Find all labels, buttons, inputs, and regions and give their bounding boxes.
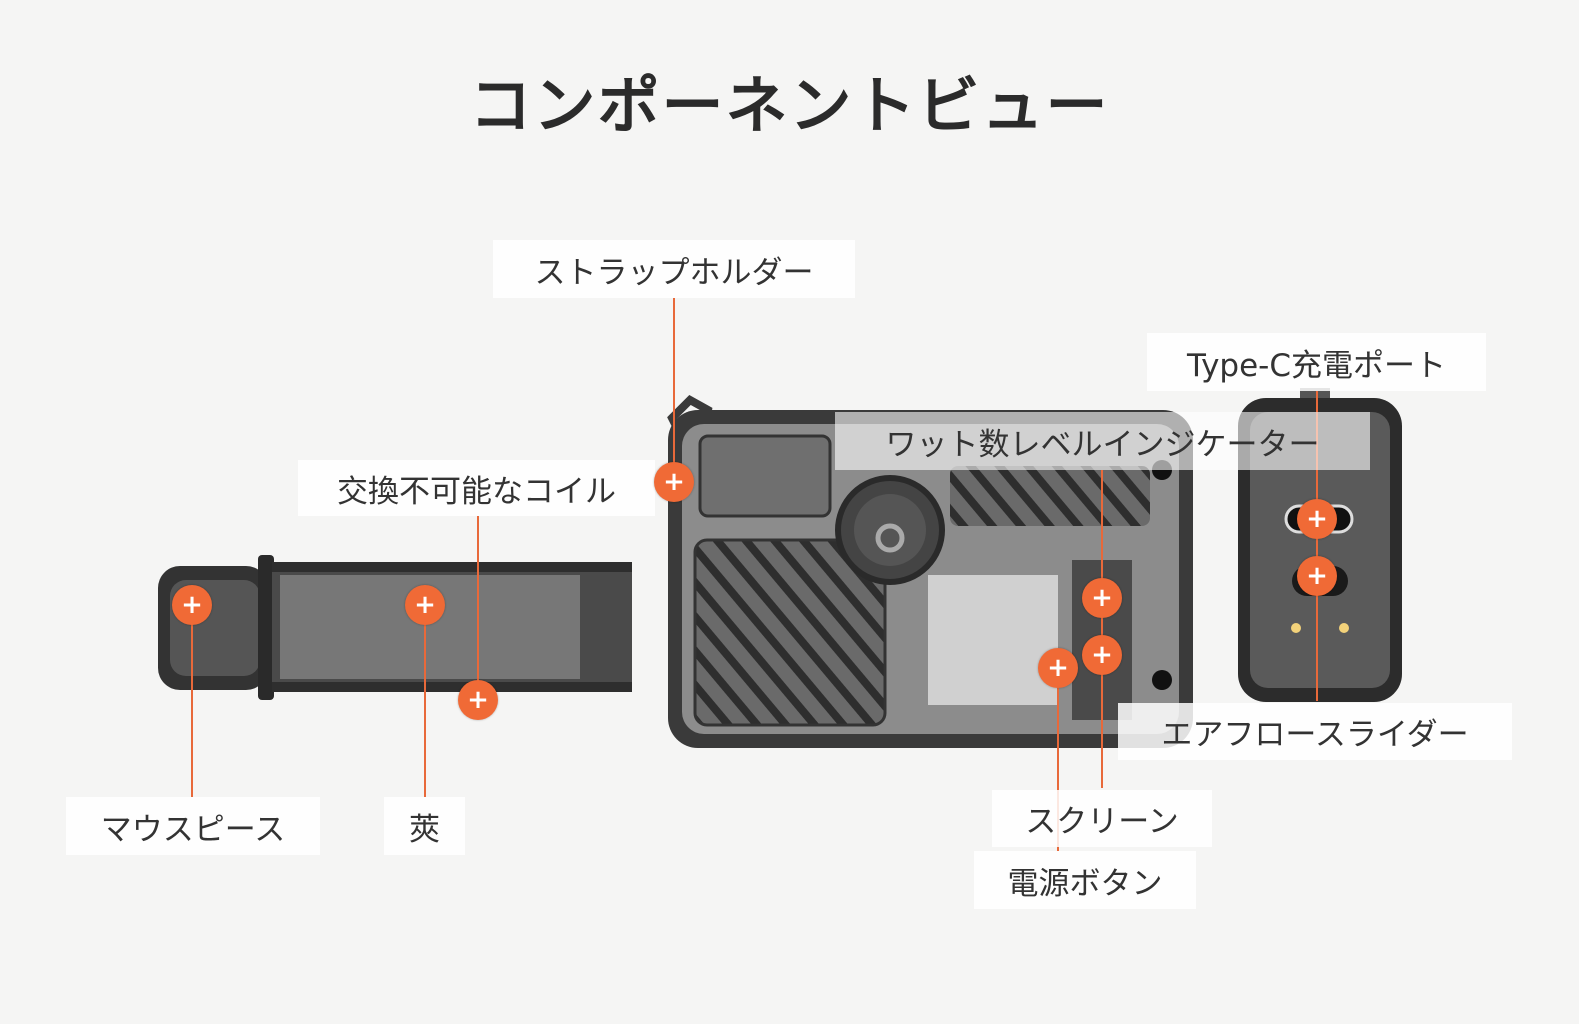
hotspot-power-button[interactable]: +: [1038, 648, 1078, 688]
hotspot-pod[interactable]: +: [405, 585, 445, 625]
label-power-button: 電源ボタン: [974, 851, 1196, 909]
label-screen: スクリーン: [992, 790, 1212, 847]
leader-line-mouthpiece: [191, 610, 193, 797]
leader-line-type-c: [1316, 391, 1318, 701]
page-title: コンポーネントビュー: [469, 69, 1110, 142]
label-coil: 交換不可能なコイル: [298, 460, 655, 516]
leader-line-power: [1057, 670, 1059, 851]
label-wattage-indicator: ワット数レベルインジケーター: [835, 412, 1370, 470]
hotspot-type-c-port[interactable]: +: [1297, 499, 1337, 539]
label-strap-holder: ストラップホルダー: [493, 240, 855, 298]
leader-line-wattage: [1101, 470, 1103, 788]
hotspot-screen[interactable]: +: [1082, 635, 1122, 675]
label-mouthpiece: マウスピース: [66, 797, 320, 855]
hotspot-wattage-indicator[interactable]: +: [1082, 578, 1122, 618]
label-pod: 莢: [384, 797, 465, 855]
hotspot-strap-holder[interactable]: +: [654, 462, 694, 502]
leader-line-coil: [477, 516, 479, 686]
leader-line-strap-holder: [673, 298, 675, 468]
hotspot-mouthpiece[interactable]: +: [172, 585, 212, 625]
label-type-c-port: Type-C充電ポート: [1147, 333, 1486, 391]
leader-line-pod: [424, 610, 426, 797]
hotspot-airflow-slider[interactable]: +: [1297, 556, 1337, 596]
pod-cartridge: [158, 555, 632, 700]
hotspot-coil[interactable]: +: [458, 680, 498, 720]
label-airflow-slider: エアフロースライダー: [1118, 703, 1512, 760]
